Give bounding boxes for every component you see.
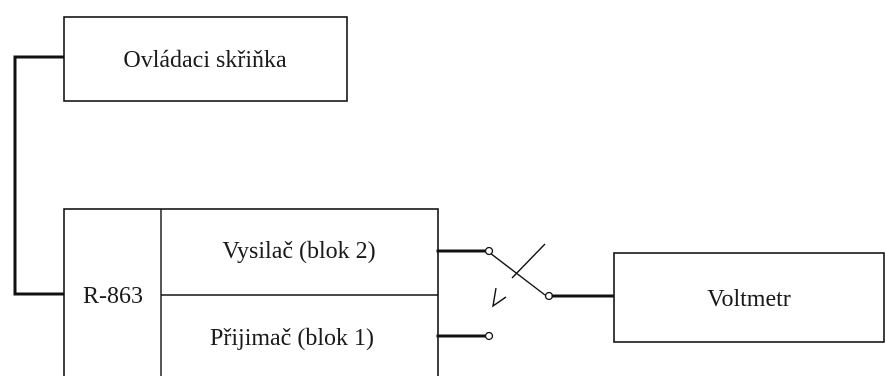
voltmeter-label: Voltmetr [707,286,791,312]
switch-arrow-icon [492,287,507,308]
radio-unit: R-863 Vysilač (blok 2) Přijimač (blok 1) [63,208,439,376]
switch-terminal-common [544,291,554,301]
radio-unit-label: R-863 [83,283,143,309]
control-box: Ovládaci skřiňka [63,16,348,102]
voltmeter-frame [613,252,885,343]
control-wire [13,55,66,296]
switch-terminal-transmitter [484,246,494,256]
switch-blade [489,252,546,296]
voltmeter-box: Voltmetr [613,252,885,343]
control-box-label: Ovládaci skřiňka [123,47,287,73]
switch-actuator-line [511,243,546,279]
radio-unit-frame [63,208,439,376]
control-box-frame [63,16,348,102]
transmitter-label: Vysilač (blok 2) [222,238,375,264]
switch-terminal-receiver [484,331,494,341]
receiver-label: Přijimač (blok 1) [210,325,374,351]
selector-switch [484,243,554,341]
